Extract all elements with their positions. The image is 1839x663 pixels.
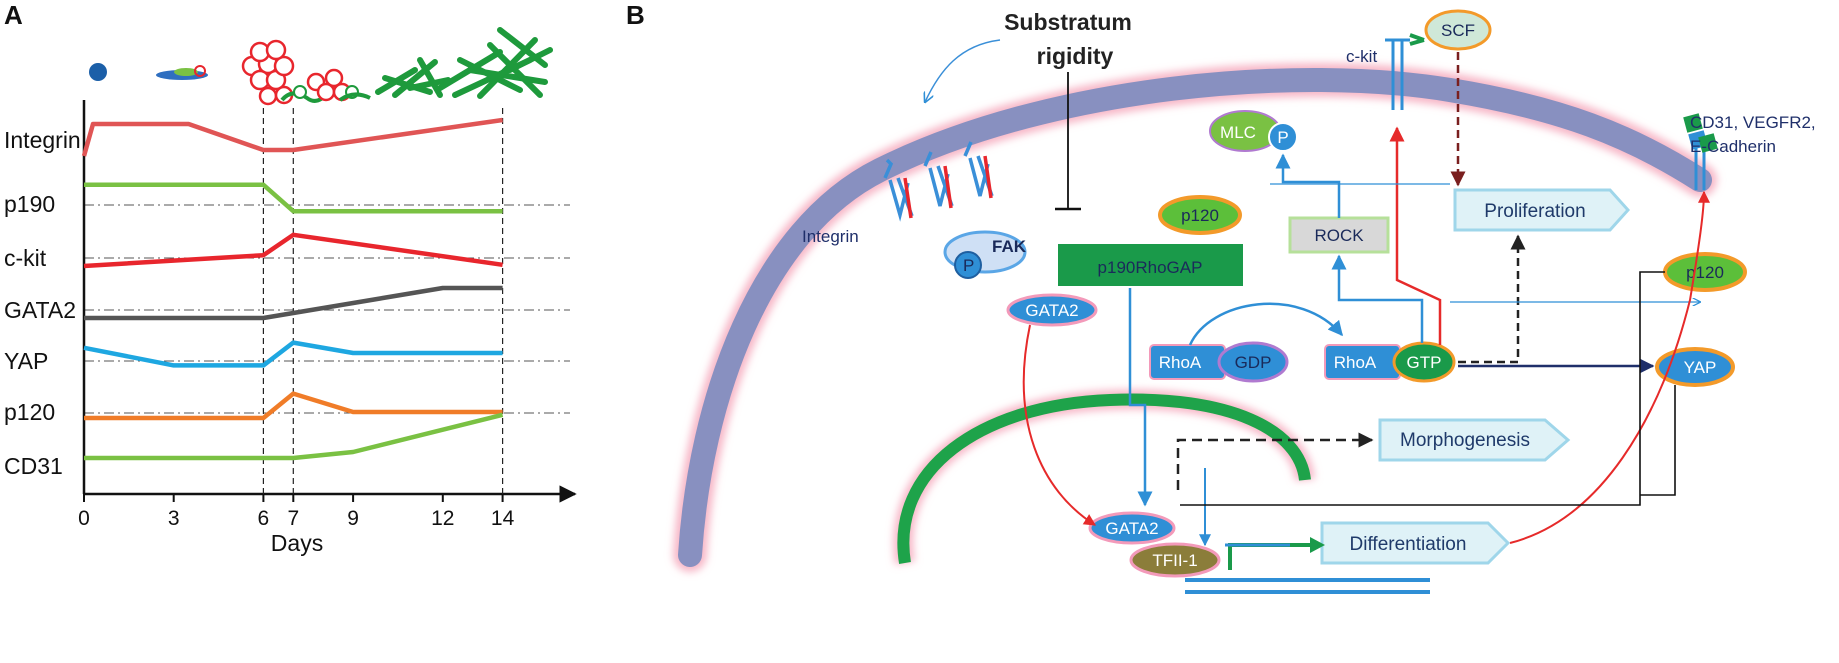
gtp-label: GTP (1407, 353, 1442, 372)
spread-network-small-icon (375, 57, 451, 98)
integrin-receptors (883, 141, 994, 222)
x-tick-label: 12 (431, 507, 454, 530)
proliferation-box (1453, 188, 1631, 232)
differentiation-label: Differentiation (1350, 534, 1467, 555)
x-axis-title: Days (271, 530, 323, 556)
day-markers (262, 108, 504, 494)
fak-label: FAK (992, 237, 1027, 256)
panel-b-letter: B (626, 0, 645, 30)
series-line-integrin (81, 117, 503, 157)
membrane-glow (673, 63, 1717, 572)
p120-top-node (1158, 195, 1242, 235)
rhoa-gdp-rhoa-label: RhoA (1159, 353, 1202, 372)
row-label-ckit: c-kit (4, 245, 47, 271)
markers-line2: E-Cadherin (1690, 137, 1776, 156)
single-cell-icon (89, 63, 107, 81)
series-lines (81, 117, 504, 461)
morphogenesis-box (1378, 418, 1571, 462)
spread-cell-icon (156, 65, 208, 80)
row-label-integrin: Integrin (4, 127, 81, 153)
rhoa-gtp-rhoa-label: RhoA (1334, 353, 1377, 372)
differentiation-box (1320, 521, 1511, 565)
gata2-nuclear-label: GATA2 (1105, 519, 1158, 538)
fak-phospho-icon (954, 251, 982, 279)
series-line-cd31 (84, 412, 504, 461)
cell-morphology-icons (89, 27, 553, 106)
gdp-gtp-exchange-arrow (1188, 302, 1343, 346)
gata2-cyto-label: GATA2 (1025, 301, 1078, 320)
rigidity-to-integrin-arrow (925, 39, 1001, 102)
yap-label: YAP (1684, 358, 1717, 377)
mlc-phospho-icon (1268, 122, 1298, 152)
transition-cells-icon (280, 68, 371, 103)
series-line-p190 (84, 182, 503, 214)
integrin-label: Integrin (802, 227, 859, 246)
row-label-gata2: GATA2 (4, 297, 76, 323)
gata2-cyto-node (1006, 293, 1098, 327)
ckit-label: c-kit (1346, 47, 1377, 66)
tfii-label: TFII-1 (1152, 551, 1197, 570)
yap-node (1655, 347, 1735, 387)
series-line-p120 (84, 391, 503, 421)
gene-dna-icon (1185, 537, 1430, 594)
stimulus-line1: Substratum (1004, 9, 1132, 35)
x-tick-label: 9 (347, 507, 359, 530)
gtp-node (1392, 341, 1456, 383)
gata2-nuclear-node (1088, 511, 1176, 545)
spread-network-large-icon (437, 27, 553, 99)
pathway-arrows (1022, 52, 1710, 547)
panel-b: B Substratum rigidity Integrin FAK P (626, 0, 1816, 594)
x-tick-label: 6 (258, 507, 270, 530)
p190rhogap-label: p190RhoGAP (1098, 258, 1203, 277)
p120-top-label: p120 (1181, 206, 1219, 225)
mlc-label: MLC (1220, 123, 1256, 142)
rock-label: ROCK (1314, 226, 1364, 245)
x-tick-label: 7 (287, 507, 299, 530)
surface-marker-receptors (1683, 113, 1718, 190)
fak-phospho-label: P (963, 256, 974, 275)
panel-a-letter: A (4, 0, 23, 30)
scf-node (1424, 9, 1492, 51)
ckit-receptor (1385, 38, 1410, 110)
proliferation-label: Proliferation (1484, 201, 1585, 222)
scf-label: SCF (1441, 21, 1475, 40)
row-label-p120: p120 (4, 399, 55, 425)
series-line-yap (83, 340, 503, 368)
scf-binding-icon (1409, 33, 1425, 46)
x-tick-label: 3 (168, 507, 180, 530)
x-tick-label: 0 (78, 507, 90, 530)
panel-a: A (4, 0, 577, 556)
gdp-node (1217, 341, 1289, 383)
p120-right-label: p120 (1686, 263, 1724, 282)
x-tick-label: 14 (491, 507, 515, 530)
mlc-phospho-label: P (1277, 128, 1288, 147)
series-line-c-kit (83, 232, 503, 269)
markers-line1: CD31, VEGFR2, (1690, 113, 1816, 132)
row-label-p190: p190 (4, 191, 55, 217)
stimulus-line2: rigidity (1037, 43, 1114, 69)
tfii-node (1129, 542, 1221, 578)
rock-node (1288, 216, 1390, 254)
cell-membrane (678, 68, 1712, 567)
p190rhogap-node (1058, 244, 1243, 286)
morphogenesis-label: Morphogenesis (1400, 430, 1530, 451)
row-label-cd31: CD31 (4, 453, 63, 479)
nuclear-membrane (897, 393, 1311, 564)
row-labels: Integrin p190 c-kit GATA2 YAP p120 CD31 (4, 127, 81, 479)
gdp-label: GDP (1235, 353, 1272, 372)
series-line-gata2 (84, 285, 503, 321)
round-cell-cluster-icon (241, 39, 295, 106)
row-label-yap: YAP (4, 348, 48, 374)
